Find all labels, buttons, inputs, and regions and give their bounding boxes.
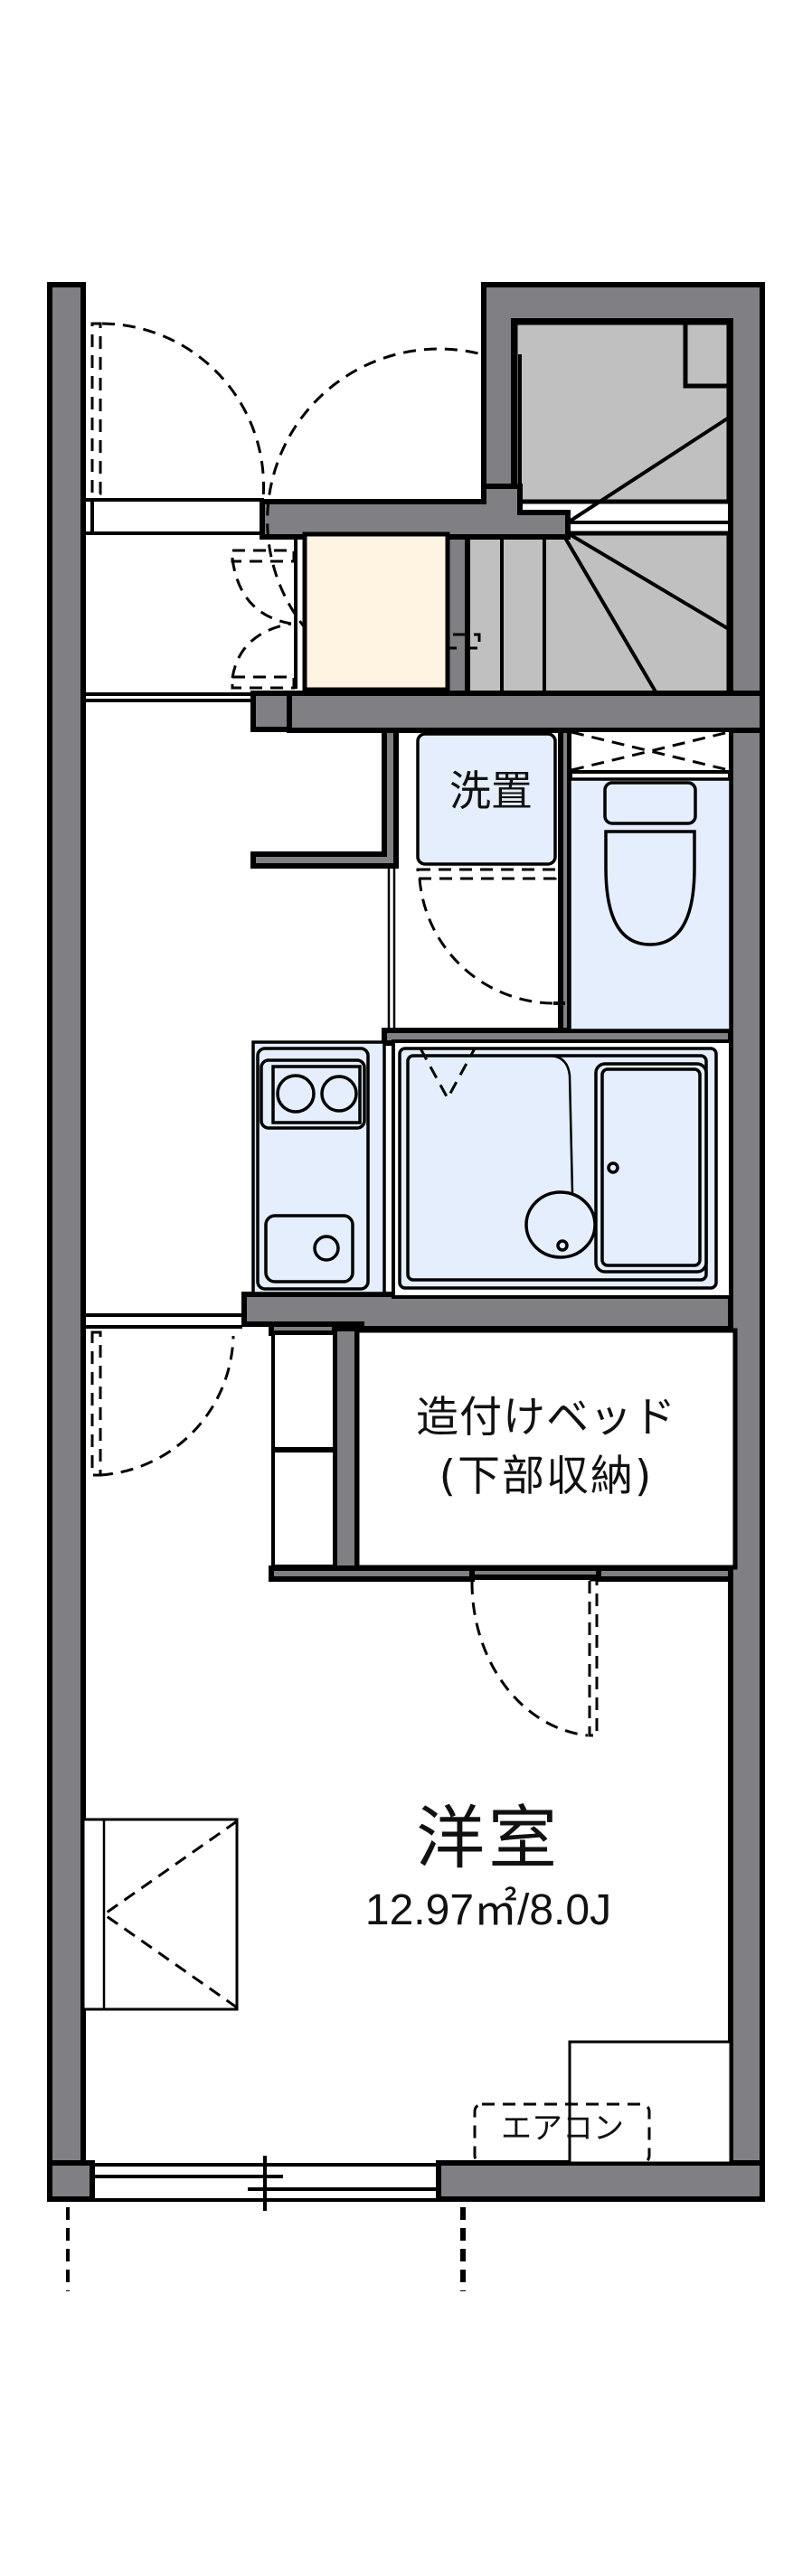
bathroom[interactable]: [392, 1039, 732, 1299]
toilet-tank: [603, 781, 697, 825]
sink: [264, 1214, 354, 1283]
balcony-window[interactable]: [92, 2156, 439, 2211]
burner-icon: [320, 1075, 358, 1113]
built-in-bed-sublabel: (下部収納): [439, 1452, 654, 1501]
kitchen: [251, 1040, 386, 1295]
hallway-door[interactable]: [83, 1313, 242, 1477]
drain-icon: [556, 1239, 569, 1252]
western-room-area: 12.97㎡/8.0J: [364, 1886, 612, 1934]
room-door[interactable]: [470, 1567, 599, 1737]
air-conditioner-label: エアコン: [501, 2111, 624, 2147]
closet-shelves: [271, 1331, 336, 1568]
washroom-label: 洗置: [449, 766, 533, 815]
toilet-room[interactable]: [568, 729, 732, 1032]
entrance-door-left[interactable]: [83, 322, 266, 533]
drain-icon: [313, 1235, 340, 1262]
side-cabinet: [81, 1818, 239, 2011]
washroom: [387, 732, 565, 1030]
western-room-label: 洋室: [416, 1798, 561, 1878]
air-conditioner: [473, 2040, 732, 2165]
storage-closet[interactable]: [231, 531, 450, 692]
burner-icon: [276, 1074, 316, 1114]
toilet-bowl: [604, 830, 696, 946]
built-in-bed: [354, 1328, 738, 1570]
washing-machine-space: [416, 732, 557, 866]
built-in-bed-label: 造付けベッド: [416, 1393, 676, 1443]
entrance-partitions: [241, 484, 765, 1582]
